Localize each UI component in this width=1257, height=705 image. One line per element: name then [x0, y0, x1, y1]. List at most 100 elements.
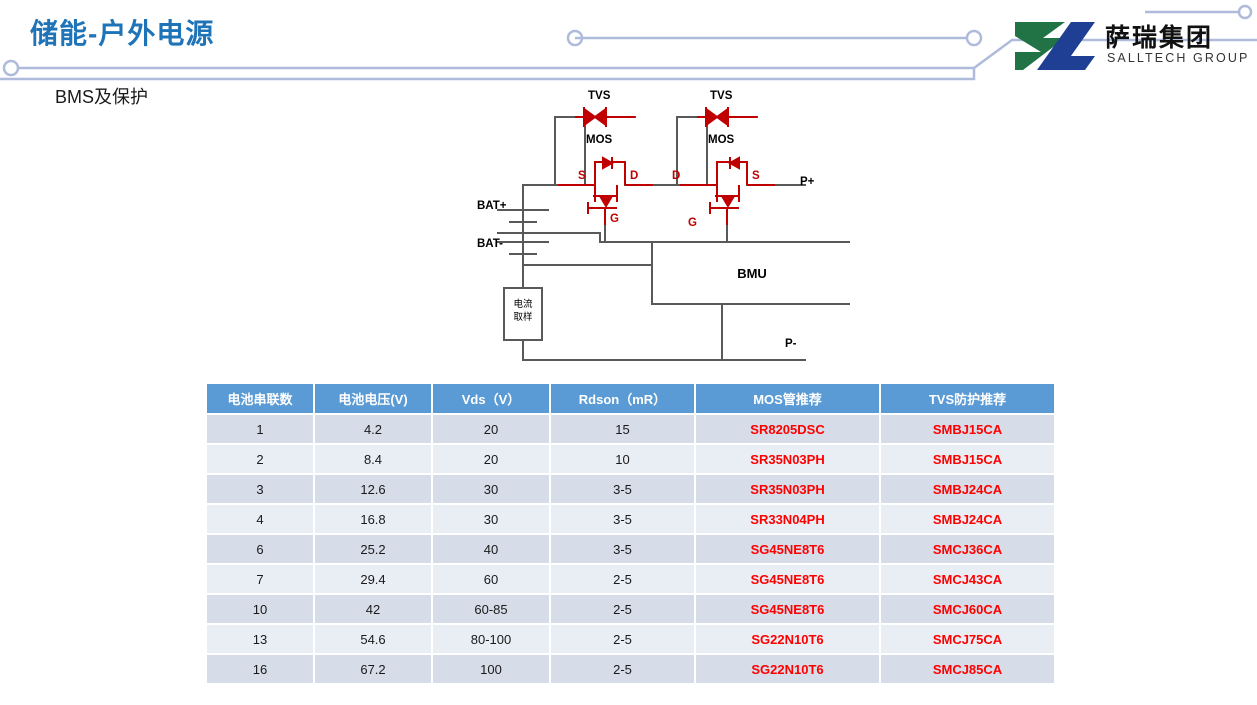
cell-voltage: 25.2 [314, 534, 433, 565]
cell-mos-part: SG22N10T6 [695, 654, 881, 685]
cell-rdson: 2-5 [550, 654, 696, 685]
cell-tvs-part: SMBJ15CA [880, 414, 1054, 445]
cell-rdson: 3-5 [550, 504, 696, 535]
cell-tvs-part: SMCJ75CA [880, 624, 1054, 655]
logo-text-cn: 萨瑞集团 [1105, 24, 1214, 52]
cell-rdson: 3-5 [550, 474, 696, 505]
cell-voltage: 4.2 [314, 414, 433, 445]
circuit-svg [497, 107, 853, 361]
label-mos-right: MOS [708, 134, 735, 146]
spec-table: 电池串联数 电池电压(V) Vds（V） Rdson（mR） MOS管推荐 TV… [207, 384, 1054, 685]
logo-mark-icon [1015, 22, 1095, 70]
cell-voltage: 42 [314, 594, 433, 625]
label-mos-left: MOS [586, 134, 613, 146]
brand-logo: 萨瑞集团 SALLTECH GROUP [1013, 18, 1247, 74]
column-header-series: 电池串联数 [207, 384, 315, 415]
column-header-tvs: TVS防护推荐 [880, 384, 1054, 415]
label-tvs-left: TVS [588, 90, 611, 102]
column-header-vds: Vds（V） [432, 384, 551, 415]
cell-voltage: 16.8 [314, 504, 433, 535]
section-subtitle: BMS及保护 [55, 87, 149, 107]
cell-voltage: 8.4 [314, 444, 433, 475]
cell-mos-part: SR33N04PH [695, 504, 881, 535]
label-bat-negative: BAT- [477, 238, 503, 250]
cell-mos-part: SR35N03PH [695, 474, 881, 505]
label-p-positive: P+ [800, 176, 815, 188]
label-bat-positive: BAT+ [477, 200, 507, 212]
circuit-wires [497, 116, 853, 361]
cell-rdson: 2-5 [550, 624, 696, 655]
column-header-mos: MOS管推荐 [695, 384, 881, 415]
cell-vds: 30 [432, 474, 551, 505]
page-title: 储能-户外电源 [30, 18, 215, 49]
cell-tvs-part: SMBJ24CA [880, 504, 1054, 535]
label-drain-left: D [630, 170, 639, 182]
cell-vds: 100 [432, 654, 551, 685]
mosfet-right-symbol [680, 156, 775, 225]
cell-series: 10 [207, 594, 315, 625]
cell-tvs-part: SMBJ15CA [880, 444, 1054, 475]
cell-series: 6 [207, 534, 315, 565]
cell-rdson: 2-5 [550, 564, 696, 595]
label-gate-left: G [610, 213, 619, 225]
header-decoration [0, 4, 1257, 81]
cell-series: 3 [207, 474, 315, 505]
label-tvs-right: TVS [710, 90, 733, 102]
cell-series: 7 [207, 564, 315, 595]
cell-series: 16 [207, 654, 315, 685]
logo-text-en: SALLTECH GROUP [1107, 51, 1250, 65]
cell-voltage: 29.4 [314, 564, 433, 595]
cell-series: 4 [207, 504, 315, 535]
cell-rdson: 15 [550, 414, 696, 445]
label-source-right: S [752, 170, 760, 182]
cell-vds: 60-85 [432, 594, 551, 625]
cell-tvs-part: SMCJ36CA [880, 534, 1054, 565]
cell-rdson: 2-5 [550, 594, 696, 625]
table-header-row: 电池串联数 电池电压(V) Vds（V） Rdson（mR） MOS管推荐 TV… [207, 384, 1054, 415]
cell-series: 1 [207, 414, 315, 445]
cell-mos-part: SR35N03PH [695, 444, 881, 475]
cell-tvs-part: SMBJ24CA [880, 474, 1054, 505]
cell-mos-part: SR8205DSC [695, 414, 881, 445]
cell-vds: 40 [432, 534, 551, 565]
cell-vds: 30 [432, 504, 551, 535]
tvs-right-symbol [697, 107, 757, 127]
cell-tvs-part: SMCJ85CA [880, 654, 1054, 685]
bms-circuit-diagram: TVS TVS MOS MOS S D G D S G BAT+ BAT- P+… [460, 90, 853, 370]
cell-vds: 20 [432, 414, 551, 445]
cell-vds: 20 [432, 444, 551, 475]
cell-voltage: 67.2 [314, 654, 433, 685]
cell-rdson: 3-5 [550, 534, 696, 565]
cell-tvs-part: SMCJ60CA [880, 594, 1054, 625]
cell-series: 2 [207, 444, 315, 475]
label-drain-right: D [672, 170, 681, 182]
column-header-rdson: Rdson（mR） [550, 384, 696, 415]
cell-rdson: 10 [550, 444, 696, 475]
label-bmu: BMU [737, 266, 767, 281]
cell-mos-part: SG45NE8T6 [695, 594, 881, 625]
label-gate-right: G [688, 217, 697, 229]
cell-mos-part: SG45NE8T6 [695, 564, 881, 595]
cell-mos-part: SG22N10T6 [695, 624, 881, 655]
label-p-negative: P- [785, 338, 797, 350]
label-source-left: S [578, 170, 586, 182]
cell-voltage: 12.6 [314, 474, 433, 505]
cell-tvs-part: SMCJ43CA [880, 564, 1054, 595]
cell-series: 13 [207, 624, 315, 655]
tvs-left-symbol [575, 107, 635, 127]
label-shunt-line2: 取样 [513, 312, 533, 323]
label-shunt-line1: 电流 [513, 299, 533, 310]
column-header-voltage: 电池电压(V) [314, 384, 433, 415]
cell-mos-part: SG45NE8T6 [695, 534, 881, 565]
mosfet-left-symbol [558, 156, 653, 225]
